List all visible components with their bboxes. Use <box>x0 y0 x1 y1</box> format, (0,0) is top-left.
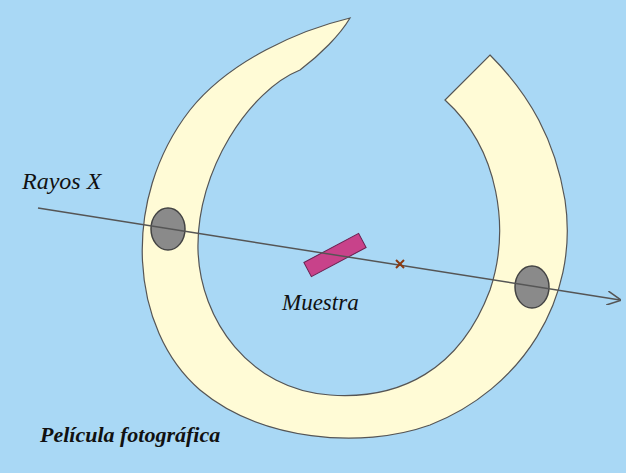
film-label: Película fotográfica <box>40 422 220 448</box>
sample-label: Muestra <box>282 290 359 316</box>
xray-beam <box>38 208 620 300</box>
film-spot <box>515 266 549 308</box>
photographic-film <box>142 18 567 438</box>
center-mark <box>396 260 404 268</box>
beam-label: Rayos X <box>22 168 101 195</box>
